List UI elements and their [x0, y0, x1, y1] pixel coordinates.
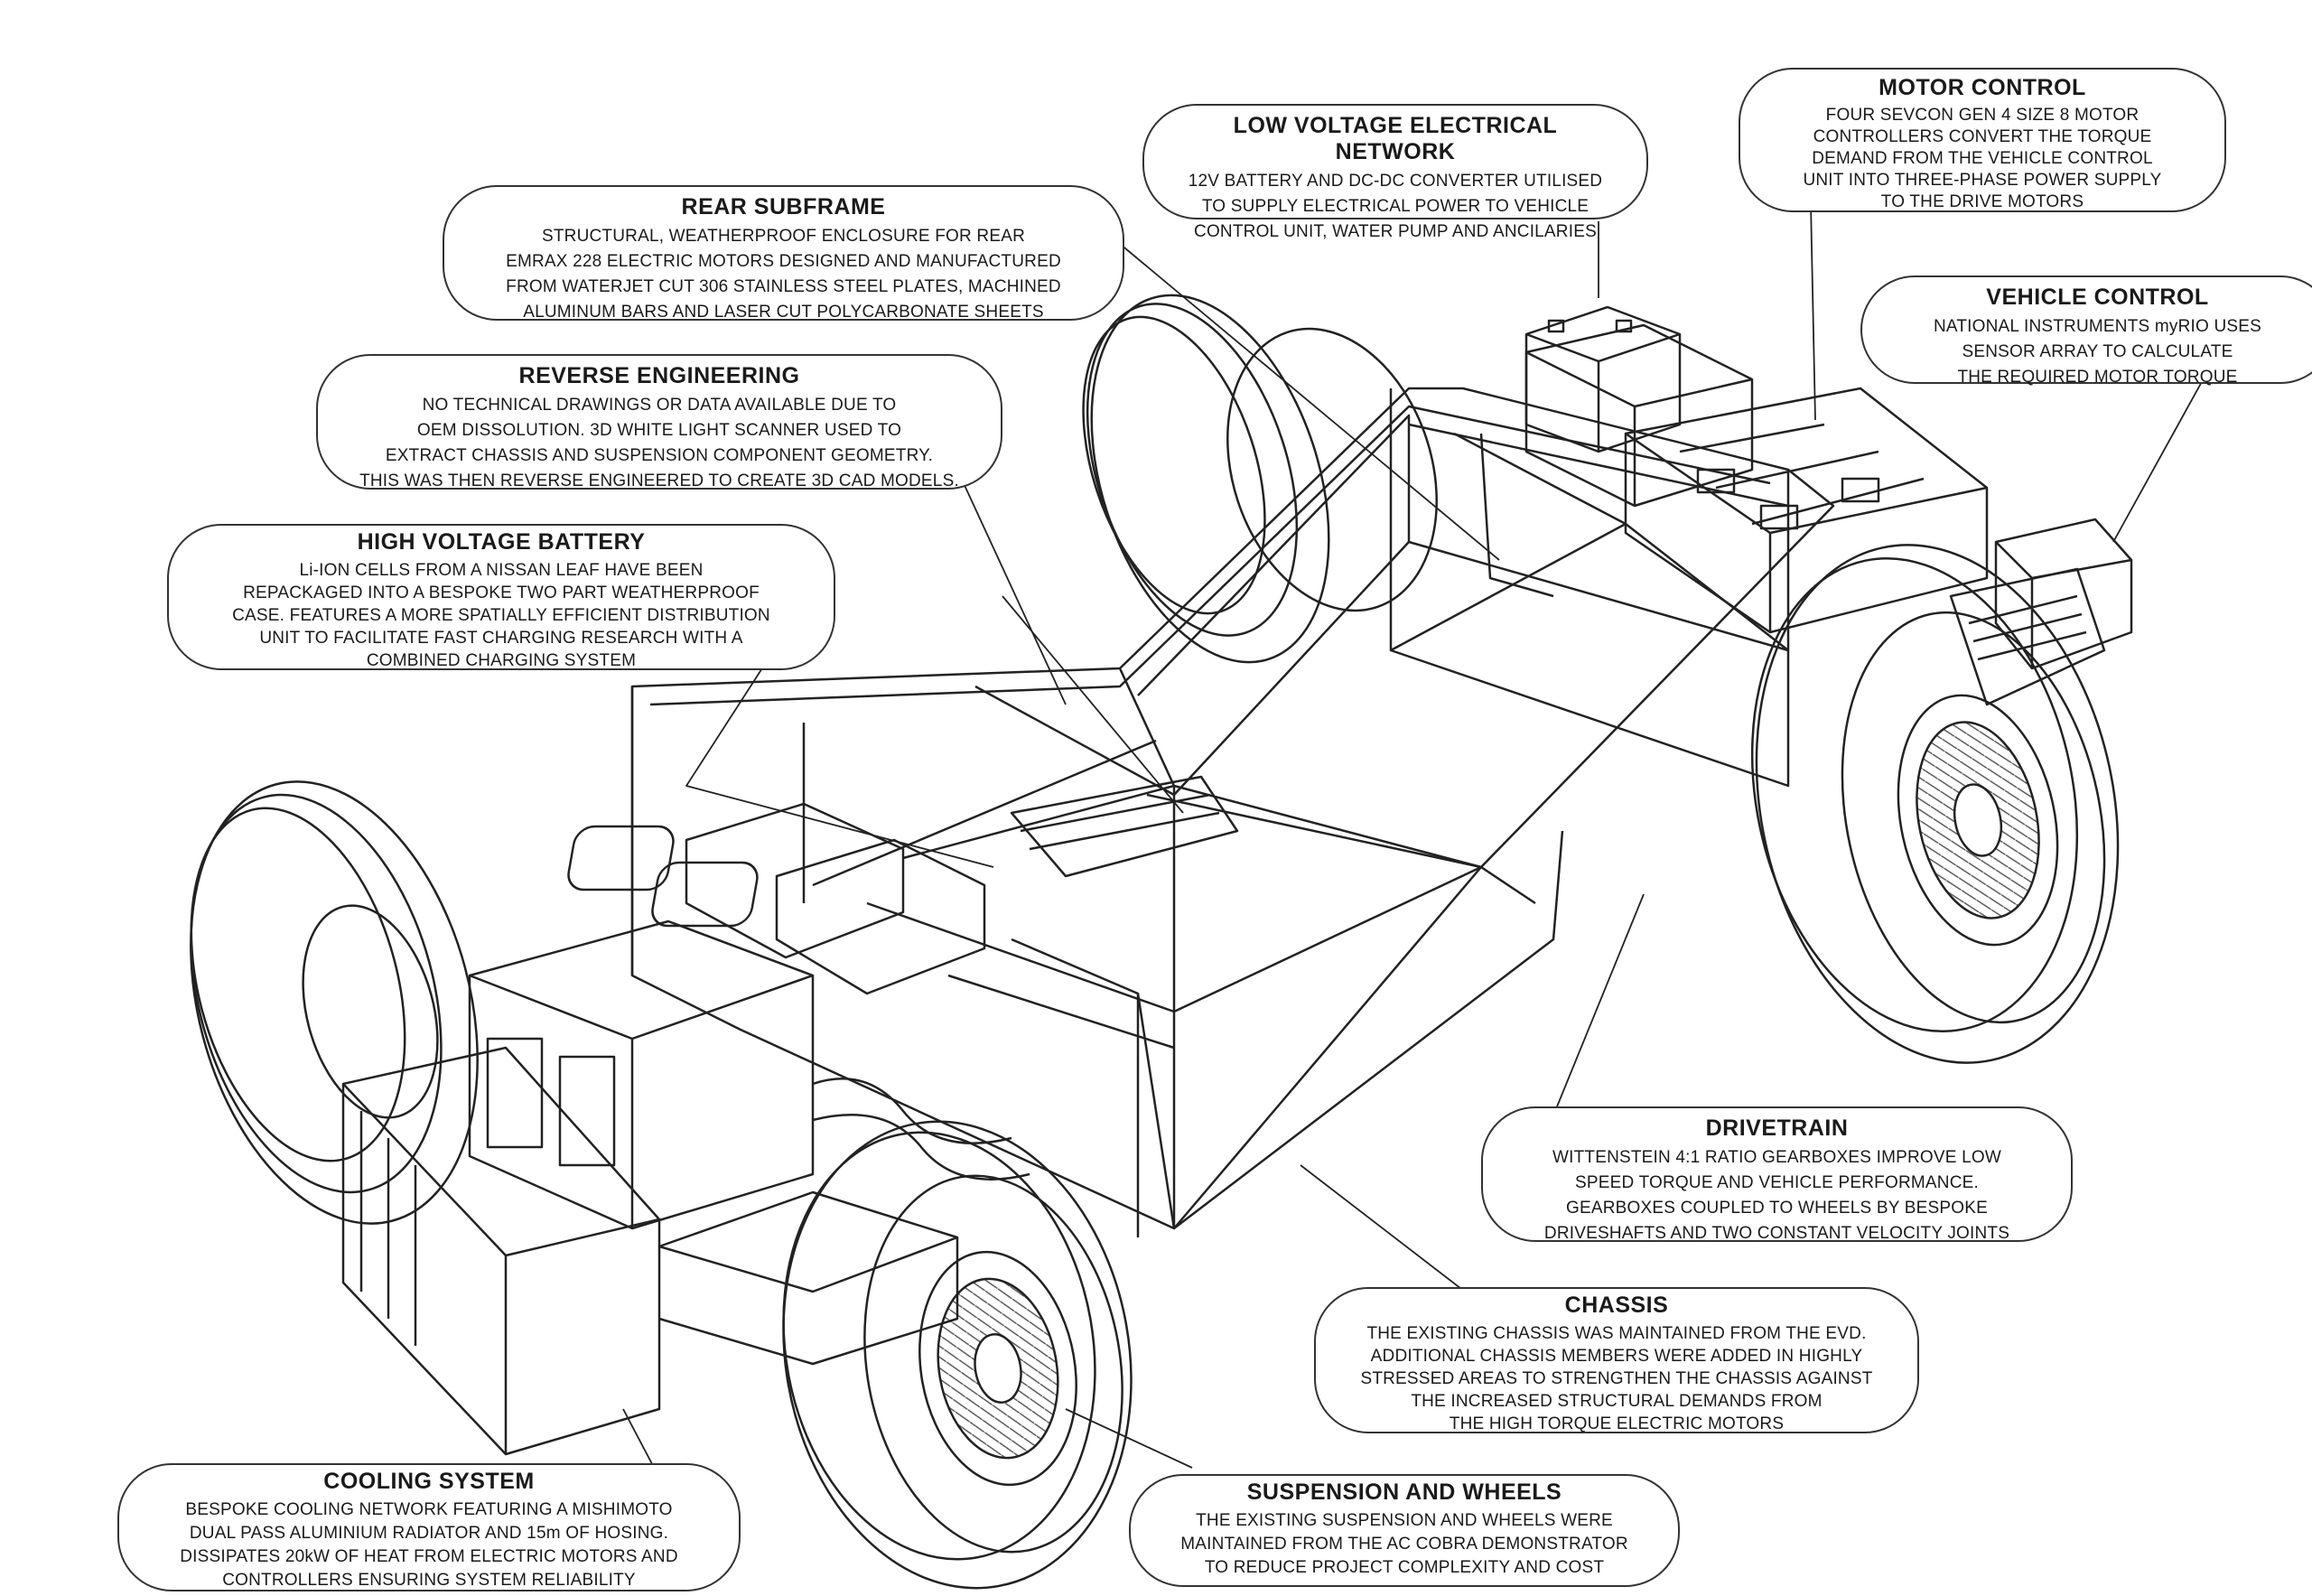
rear-left-wheel [1082, 294, 1438, 664]
callout-drivetrain: DRIVETRAIN WITTENSTEIN 4:1 RATIO GEARBOX… [1481, 1106, 2073, 1243]
callout-text: CONTROLLERS CONVERT THE TORQUE [1813, 127, 2152, 146]
callout-text: TO REDUCE PROJECT COMPLEXITY AND COST [1204, 1558, 1605, 1577]
callout-text: TO SUPPLY ELECTRICAL POWER TO VEHICLE [1201, 197, 1590, 216]
callout-text: UNIT INTO THREE-PHASE POWER SUPPLY [1803, 171, 2162, 190]
callout-text: THIS WAS THEN REVERSE ENGINEERED TO CREA… [359, 471, 959, 490]
callout-title: VEHICLE CONTROL [1986, 285, 2209, 310]
callout-text: SENSOR ARRAY TO CALCULATE [1962, 342, 2233, 361]
callout-low-voltage: LOW VOLTAGE ELECTRICAL NETWORK 12V BATTE… [1142, 104, 1648, 241]
callout-text: NATIONAL INSTRUMENTS myRIO USES [1933, 317, 2261, 336]
rear-subframe [1479, 323, 1754, 598]
callout-high-voltage-battery: HIGH VOLTAGE BATTERY Li-ION CELLS FROM A… [167, 524, 835, 670]
front-subframe [658, 1190, 959, 1366]
callout-title: CHASSIS [1564, 1293, 1669, 1318]
callout-text: DRIVESHAFTS AND TWO CONSTANT VELOCITY JO… [1543, 1224, 2010, 1243]
callout-title: COOLING SYSTEM [323, 1469, 535, 1494]
callout-vehicle-control: VEHICLE CONTROL NATIONAL INSTRUMENTS myR… [1860, 275, 2312, 387]
callout-text: Li-ION CELLS FROM A NISSAN LEAF HAVE BEE… [299, 561, 704, 580]
callout-motor-control: MOTOR CONTROL FOUR SEVCON GEN 4 SIZE 8 M… [1739, 68, 2226, 212]
callout-text: DEMAND FROM THE VEHICLE CONTROL [1812, 149, 2153, 168]
callout-text: CASE. FEATURES A MORE SPATIALLY EFFICIEN… [232, 606, 770, 625]
callout-text: UNIT TO FACILITATE FAST CHARGING RESEARC… [259, 629, 743, 648]
12v-battery [1524, 305, 1682, 453]
callout-text: THE EXISTING CHASSIS WAS MAINTAINED FROM… [1366, 1324, 1867, 1343]
callout-text: DUAL PASS ALUMINIUM RADIATOR AND 15m OF … [189, 1524, 669, 1543]
rear-right-wheel [1750, 544, 2120, 1064]
callout-text: EXTRACT CHASSIS AND SUSPENSION COMPONENT… [385, 446, 934, 465]
callout-cooling-system: COOLING SYSTEM BESPOKE COOLING NETWORK F… [117, 1463, 741, 1591]
callout-rear-subframe: REAR SUBFRAME STRUCTURAL, WEATHERPROOF E… [443, 185, 1124, 322]
callout-text: 12V BATTERY AND DC-DC CONVERTER UTILISED [1188, 172, 1603, 191]
callout-text: FOUR SEVCON GEN 4 SIZE 8 MOTOR [1825, 106, 2140, 125]
callout-title: REAR SUBFRAME [681, 194, 886, 219]
callout-text: ALUMINUM BARS AND LASER CUT POLYCARBONAT… [523, 303, 1044, 322]
callout-text: GEARBOXES COUPLED TO WHEELS BY BESPOKE [1566, 1199, 1988, 1218]
callout-text: STRUCTURAL, WEATHERPROOF ENCLOSURE FOR R… [541, 227, 1025, 246]
callout-text: THE EXISTING SUSPENSION AND WHEELS WERE [1196, 1511, 1613, 1530]
callout-title: SUSPENSION AND WHEELS [1246, 1479, 1562, 1505]
callout-text: WITTENSTEIN 4:1 RATIO GEARBOXES IMPROVE … [1552, 1148, 2002, 1167]
callout-text: DISSIPATES 20kW OF HEAT FROM ELECTRIC MO… [180, 1547, 678, 1566]
callout-text: THE INCREASED STRUCTURAL DEMANDS FROM [1411, 1392, 1823, 1411]
callout-text: CONTROLLERS ENSURING SYSTEM RELIABILITY [222, 1571, 636, 1590]
callout-suspension-wheels: SUSPENSION AND WHEELS THE EXISTING SUSPE… [1129, 1474, 1680, 1587]
callout-text: REPACKAGED INTO A BESPOKE TWO PART WEATH… [243, 583, 760, 602]
callout-title: MOTOR CONTROL [1878, 75, 2086, 100]
callout-text: TO THE DRIVE MOTORS [1880, 192, 2084, 211]
callout-text: BESPOKE COOLING NETWORK FEATURING A MISH… [185, 1500, 673, 1519]
front-right-wheel [782, 1120, 1133, 1590]
front-left-wheel [190, 780, 479, 1225]
callout-title: HIGH VOLTAGE BATTERY [357, 529, 646, 555]
chassis-frame [630, 387, 1835, 1237]
radiator [341, 1046, 661, 1456]
callout-text: NO TECHNICAL DRAWINGS OR DATA AVAILABLE … [422, 396, 897, 415]
callout-text: MAINTAINED FROM THE AC COBRA DEMONSTRATO… [1180, 1535, 1628, 1554]
callout-text: COMBINED CHARGING SYSTEM [366, 651, 637, 670]
callout-text: EMRAX 228 ELECTRIC MOTORS DESIGNED AND M… [506, 252, 1061, 271]
callout-chassis: CHASSIS THE EXISTING CHASSIS WAS MAINTAI… [1314, 1287, 1919, 1433]
front-electronics [468, 919, 1030, 1230]
callout-text: STRESSED AREAS TO STRENGTHEN THE CHASSIS… [1360, 1369, 1873, 1388]
callout-title: LOW VOLTAGE ELECTRICAL NETWORK [1233, 113, 1558, 164]
callout-reverse-engineering: REVERSE ENGINEERING NO TECHNICAL DRAWING… [316, 354, 1002, 490]
vehicle-control-unit [1949, 518, 2133, 706]
callout-title: DRIVETRAIN [1705, 1115, 1849, 1141]
callout-text: OEM DISSOLUTION. 3D WHITE LIGHT SCANNER … [416, 421, 902, 440]
callout-text: THE REQUIRED MOTOR TORQUE [1957, 368, 2238, 387]
callout-text: THE HIGH TORQUE ELECTRIC MOTORS [1449, 1414, 1785, 1433]
leader-lines [622, 202, 2209, 1496]
hv-battery-packs [567, 775, 1239, 995]
callout-text: FROM WATERJET CUT 306 STAINLESS STEEL PL… [506, 277, 1061, 296]
callout-text: CONTROL UNIT, WATER PUMP AND ANCILARIES [1194, 222, 1597, 241]
callout-text: SPEED TORQUE AND VEHICLE PERFORMANCE. [1575, 1173, 1979, 1192]
callout-text: ADDITIONAL CHASSIS MEMBERS WERE ADDED IN… [1370, 1347, 1863, 1366]
motor-controllers [1624, 387, 1989, 634]
callout-title: REVERSE ENGINEERING [518, 363, 800, 388]
